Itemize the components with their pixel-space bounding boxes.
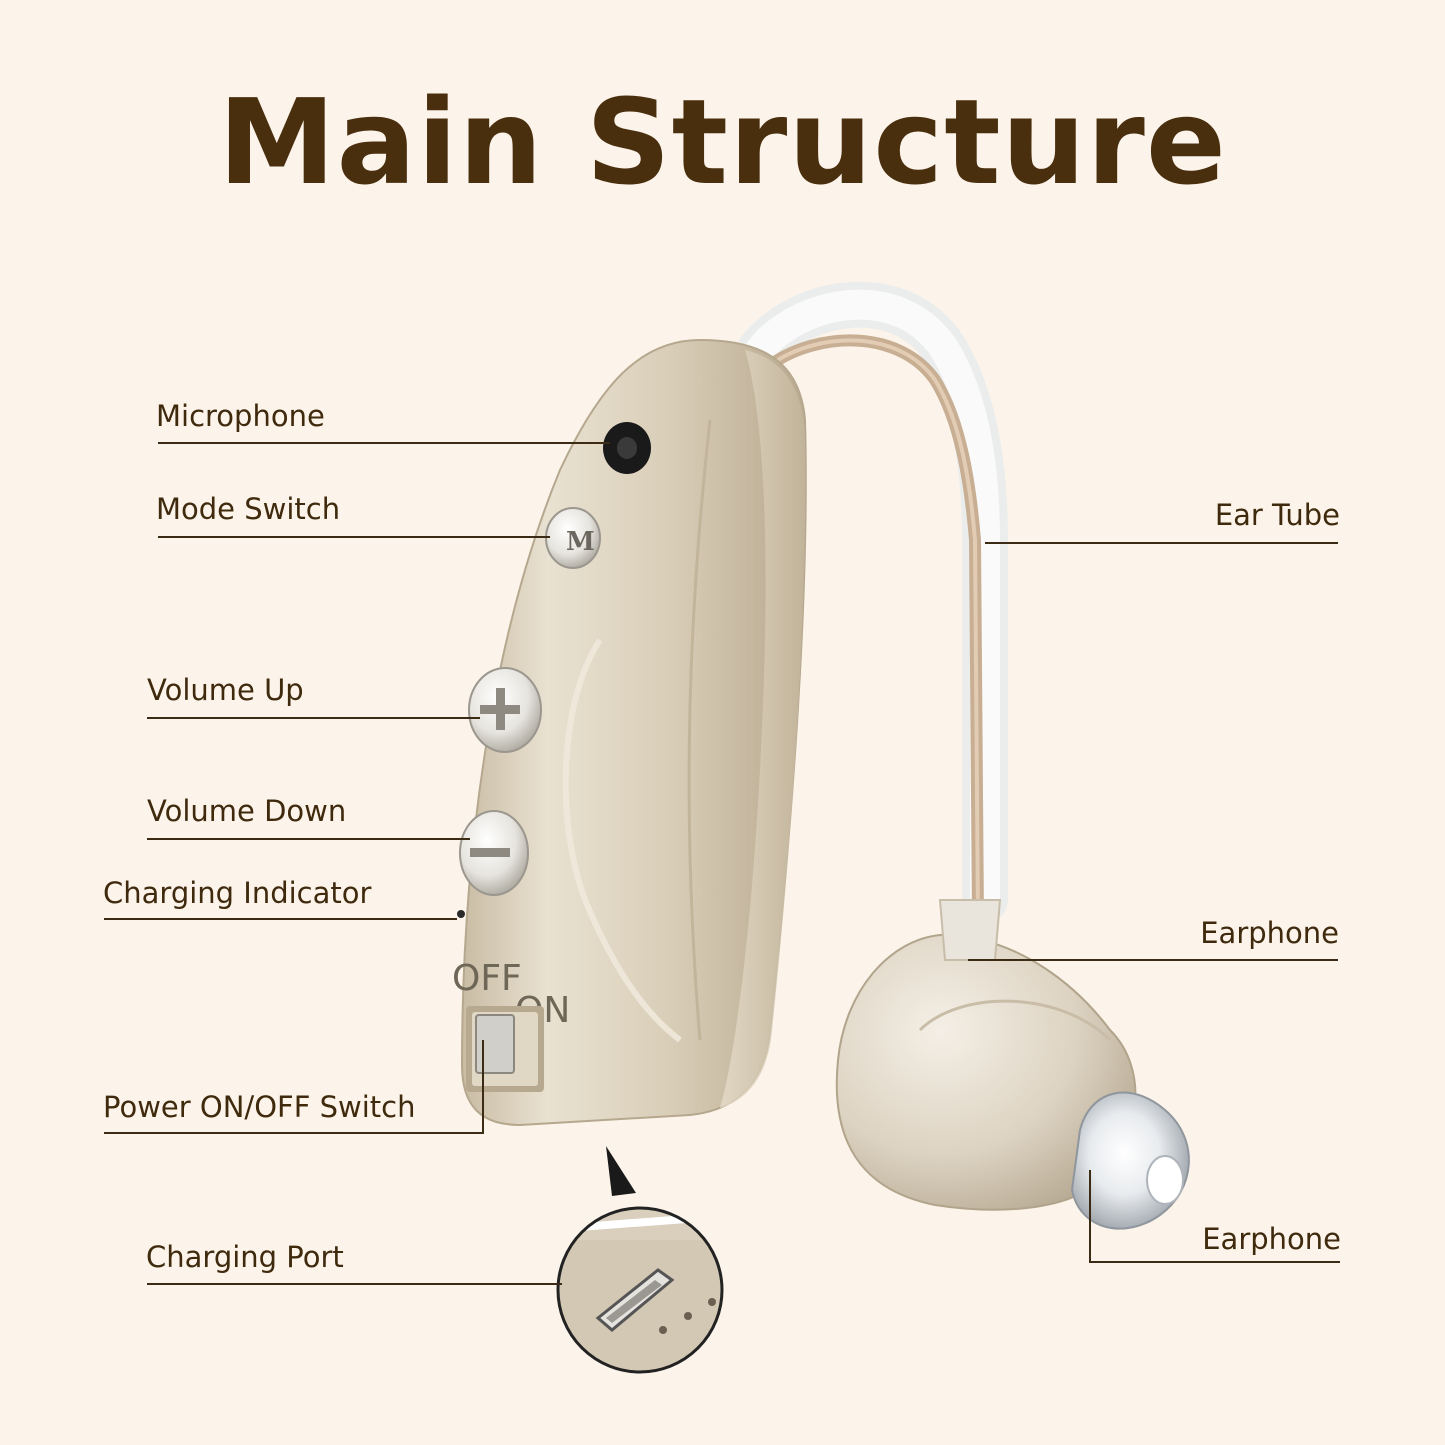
power-switch-slider [466,1006,544,1092]
label-volume-down: Volume Down [147,794,347,828]
label-power-switch: Power ON/OFF Switch [103,1090,416,1124]
charging-indicator-dot [457,910,465,918]
label-charging-indicator: Charging Indicator [103,876,372,910]
leader-lines [104,442,1340,1285]
minus-icon [459,810,529,896]
label-mode-switch: Mode Switch [156,492,341,526]
leader-earphone-bottom [1089,1170,1340,1263]
usb-port-icon [595,1268,675,1332]
earphone-pod [835,899,1137,1211]
charging-port-zoom [556,1206,724,1374]
label-microphone: Microphone [156,399,325,433]
microphone-hole-icon [603,422,651,474]
label-charging-port: Charging Port [146,1240,344,1274]
off-marking: OFF [452,958,522,999]
leader-power-switch [104,1040,484,1134]
label-earphone-bottom: Earphone [1202,1222,1341,1256]
callout-pointer [606,1146,636,1196]
label-volume-up: Volume Up [147,673,304,707]
mode-switch-m-icon: M [545,507,601,569]
page-title: Main Structure [218,73,1227,211]
earphone-tip [1070,1091,1190,1230]
plus-icon [468,667,542,753]
svg-text:M: M [566,527,595,557]
label-earphone-top: Earphone [1200,916,1339,950]
label-ear-tube: Ear Tube [1214,498,1340,532]
ear-tube [737,281,1008,926]
